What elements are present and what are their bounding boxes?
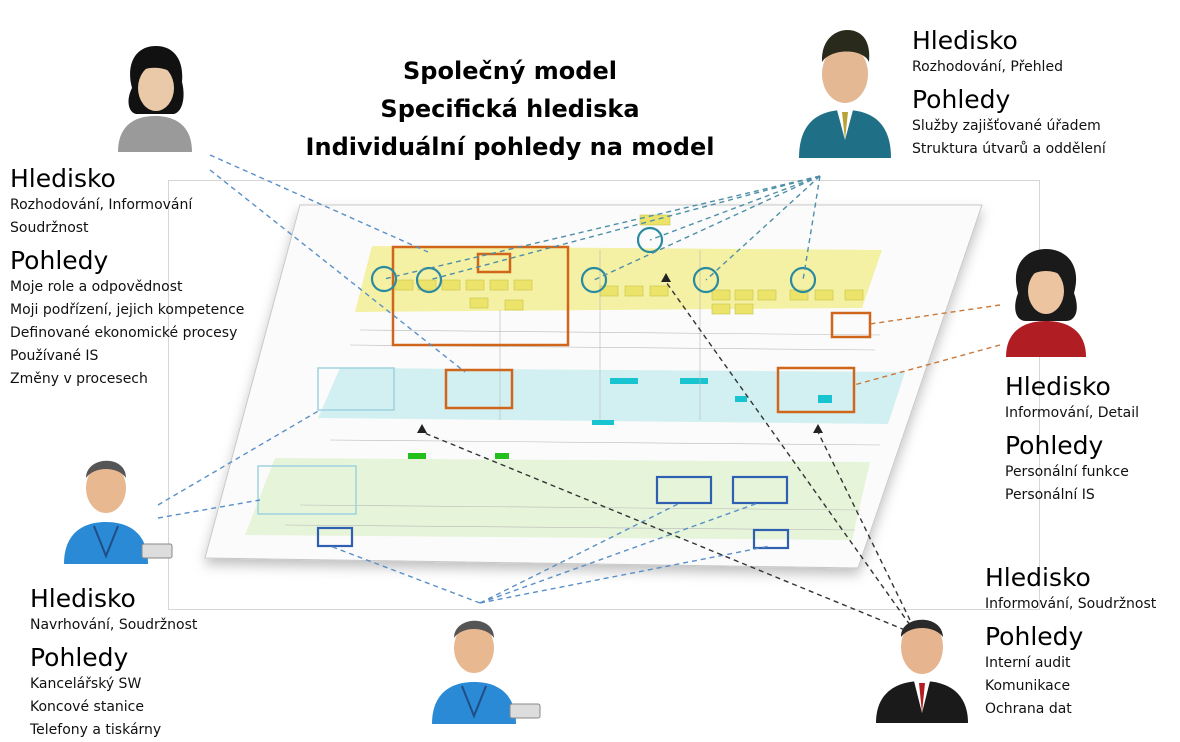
connectors-bottom-right	[421, 281, 911, 631]
pohledy-heading: Pohledy	[30, 643, 129, 672]
pohledy-heading: Pohledy	[912, 85, 1011, 114]
businessman-teal-avatar-icon	[799, 30, 891, 158]
connectors-top-left	[209, 154, 466, 373]
pohledy-heading: Pohledy	[985, 622, 1084, 651]
pohledy-line: Kancelářský SW	[30, 676, 142, 692]
orange-highlights	[391, 245, 872, 414]
pohledy-line: Změny v procesech	[10, 371, 148, 387]
stakeholder-right: Hledisko Informování, Detail Pohledy Per…	[1005, 372, 1139, 507]
stakeholder-top-left: Hledisko Rozhodování, Informování Soudrž…	[10, 164, 244, 391]
hledisko-heading: Hledisko	[30, 584, 136, 613]
pohledy-line: Komunikace	[985, 678, 1071, 694]
pohledy-heading: Pohledy	[10, 246, 109, 275]
pohledy-line: Používané IS	[10, 348, 99, 364]
stakeholder-bottom-left: Hledisko Navrhování, Soudržnost Pohledy …	[30, 584, 197, 742]
hledisko-line: Rozhodování, Informování	[10, 197, 193, 213]
hledisko-line: Soudržnost	[10, 220, 89, 236]
pohledy-line: Služby zajišťované úřadem	[912, 118, 1101, 134]
title-line-1: Společný model	[403, 57, 617, 85]
hledisko-heading: Hledisko	[985, 563, 1091, 592]
connectors-left	[157, 409, 321, 519]
pohledy-line: Personální funkce	[1005, 464, 1129, 480]
model-frame	[168, 180, 1040, 610]
stakeholder-top-right: Hledisko Rozhodování, Přehled Pohledy Sl…	[912, 26, 1106, 161]
triangle-markers	[417, 273, 823, 433]
businessman-black-avatar-icon	[876, 619, 968, 723]
pohledy-line: Moje role a odpovědnost	[10, 279, 183, 295]
hledisko-line: Informování, Detail	[1005, 405, 1139, 421]
cyan-accents	[592, 378, 832, 425]
pohledy-line: Moji podřízení, jejich kompetence	[10, 302, 245, 318]
pohledy-line: Definované ekonomické procesy	[10, 325, 238, 341]
title-line-3: Individuální pohledy na model	[305, 133, 715, 161]
title-line-2: Specifická hlediska	[380, 95, 640, 123]
woman-gray-avatar-icon	[118, 46, 192, 152]
green-layer	[245, 458, 870, 540]
diagram-title: Společný model Specifická hlediska Indiv…	[300, 52, 720, 166]
cyan-layer	[318, 368, 905, 424]
pohledy-heading: Pohledy	[1005, 431, 1104, 460]
pohledy-line: Struktura útvarů a oddělení	[912, 141, 1106, 157]
pohledy-line: Interní audit	[985, 655, 1071, 671]
hledisko-heading: Hledisko	[10, 164, 116, 193]
connectors-top-right	[383, 175, 821, 281]
man-badge-left-avatar-icon	[64, 460, 173, 564]
hledisko-line: Informování, Soudržnost	[985, 596, 1157, 612]
pohledy-line: Personální IS	[1005, 487, 1095, 503]
hledisko-heading: Hledisko	[1005, 372, 1111, 401]
connectors-right	[853, 304, 1001, 386]
hledisko-heading: Hledisko	[912, 26, 1018, 55]
woman-red-avatar-icon	[1006, 249, 1086, 357]
pohledy-line: Ochrana dat	[985, 701, 1072, 717]
man-badge-bottom-avatar-icon	[432, 620, 541, 724]
cyan-box-lower	[257, 465, 357, 515]
teal-circles	[370, 226, 817, 294]
hledisko-line: Navrhování, Soudržnost	[30, 617, 198, 633]
hledisko-line: Rozhodování, Přehled	[912, 59, 1063, 75]
yellow-boxes	[394, 214, 864, 315]
green-accents	[408, 453, 509, 459]
pohledy-line: Koncové stanice	[30, 699, 144, 715]
blue-highlights	[316, 475, 790, 550]
stakeholder-bottom-right: Hledisko Informování, Soudržnost Pohledy…	[985, 563, 1156, 721]
cyan-box-left	[317, 367, 395, 411]
connectors-bottom	[329, 502, 771, 604]
pohledy-line: Telefony a tiskárny	[30, 722, 162, 738]
